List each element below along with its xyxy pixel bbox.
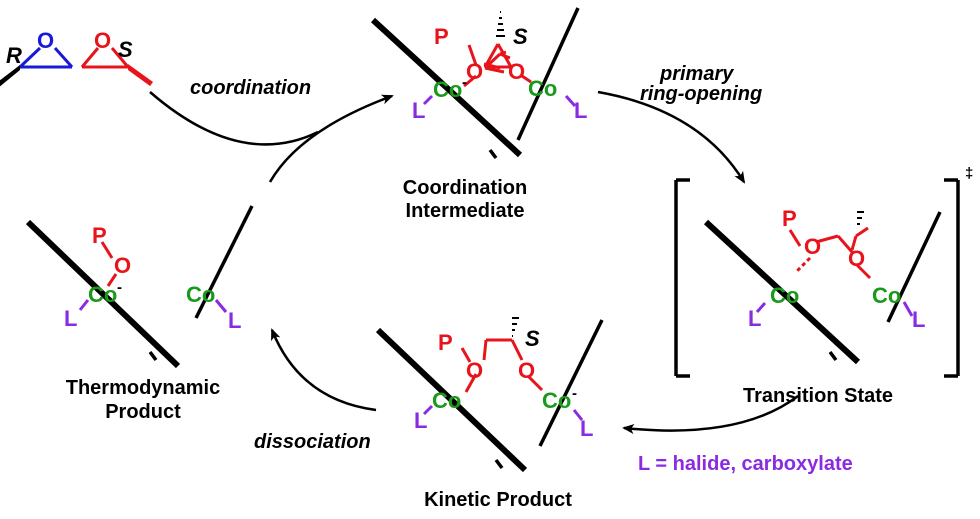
step-dissociation: dissociation — [254, 431, 371, 453]
kp-o-left: O — [466, 358, 483, 383]
kp-co-left: Co — [432, 388, 461, 413]
tp-l-right: L — [228, 308, 241, 333]
s-epoxide: O S — [80, 28, 153, 86]
thermodynamic-product-title-2: Product — [105, 401, 181, 423]
kinetic-product: P O O S Co Co - L L — [375, 317, 604, 473]
ligand-legend: L = halide, carboxylate — [638, 453, 853, 475]
kp-o-right: O — [518, 358, 535, 383]
tp-p: P — [92, 223, 107, 248]
ci-p: P — [434, 24, 449, 49]
thermodynamic-product-title-1: Thermodynamic — [66, 377, 220, 399]
ts-dagger: ‡ — [965, 165, 973, 182]
kp-co-right: Co — [542, 388, 571, 413]
transition-state: ‡ P O O Co Co L L — [674, 165, 973, 378]
ts-co-left: Co — [770, 283, 799, 308]
r-epoxide: O R — [0, 28, 74, 87]
tp-minus: - — [117, 279, 122, 296]
ts-l-left: L — [748, 306, 761, 331]
ts-o-right: O — [848, 246, 865, 271]
s-label: S — [118, 37, 133, 62]
ring-opening-arrow — [597, 90, 746, 184]
r-epoxide-methyl-wedge — [0, 65, 20, 87]
thermodynamic-product: P O Co - Co L L — [25, 205, 254, 369]
step-coordination: coordination — [190, 77, 311, 99]
ci-o-right: O — [508, 59, 525, 84]
tp-co-left: Co — [88, 282, 117, 307]
ts-p: P — [782, 206, 797, 231]
ci-l-left: L — [412, 98, 425, 123]
ci-minus: - — [462, 74, 467, 91]
to-kinetic-arrow — [622, 395, 799, 435]
ci-s: S — [513, 24, 528, 49]
s-epoxide-oxygen: O — [94, 28, 111, 53]
kp-l-left: L — [414, 408, 427, 433]
ci-l-right: L — [574, 98, 587, 123]
tp-o: O — [114, 253, 131, 278]
coordination-intermediate: P O O S Co - Co L L — [370, 7, 587, 160]
kp-s: S — [525, 326, 540, 351]
coordination-arrow-lower — [149, 91, 319, 146]
ts-o-left: O — [804, 234, 821, 259]
r-epoxide-oxygen: O — [37, 28, 54, 53]
coordination-intermediate-title-1: Coordination — [403, 177, 527, 199]
step-primary-1: primary — [659, 63, 734, 85]
transition-state-title: Transition State — [743, 385, 893, 407]
ts-co-right: Co — [872, 283, 901, 308]
r-label: R — [6, 43, 22, 68]
coordination-intermediate-title-2: Intermediate — [406, 200, 525, 222]
kp-p: P — [438, 330, 453, 355]
ci-co-left: Co — [433, 77, 462, 102]
tp-co-right: Co — [186, 282, 215, 307]
kinetic-product-title: Kinetic Product — [424, 489, 572, 511]
ci-co-right: Co — [528, 76, 557, 101]
s-epoxide-methyl-wedge — [128, 64, 153, 86]
step-primary-2: ring-opening — [640, 83, 762, 105]
coordination-arrow-upper — [268, 94, 394, 183]
ts-l-right: L — [912, 307, 925, 332]
dissociation-arrow — [270, 328, 377, 412]
kp-minus: - — [572, 385, 577, 402]
tp-l-left: L — [64, 306, 77, 331]
ci-o-left: O — [466, 59, 483, 84]
kp-l-right: L — [580, 416, 593, 441]
